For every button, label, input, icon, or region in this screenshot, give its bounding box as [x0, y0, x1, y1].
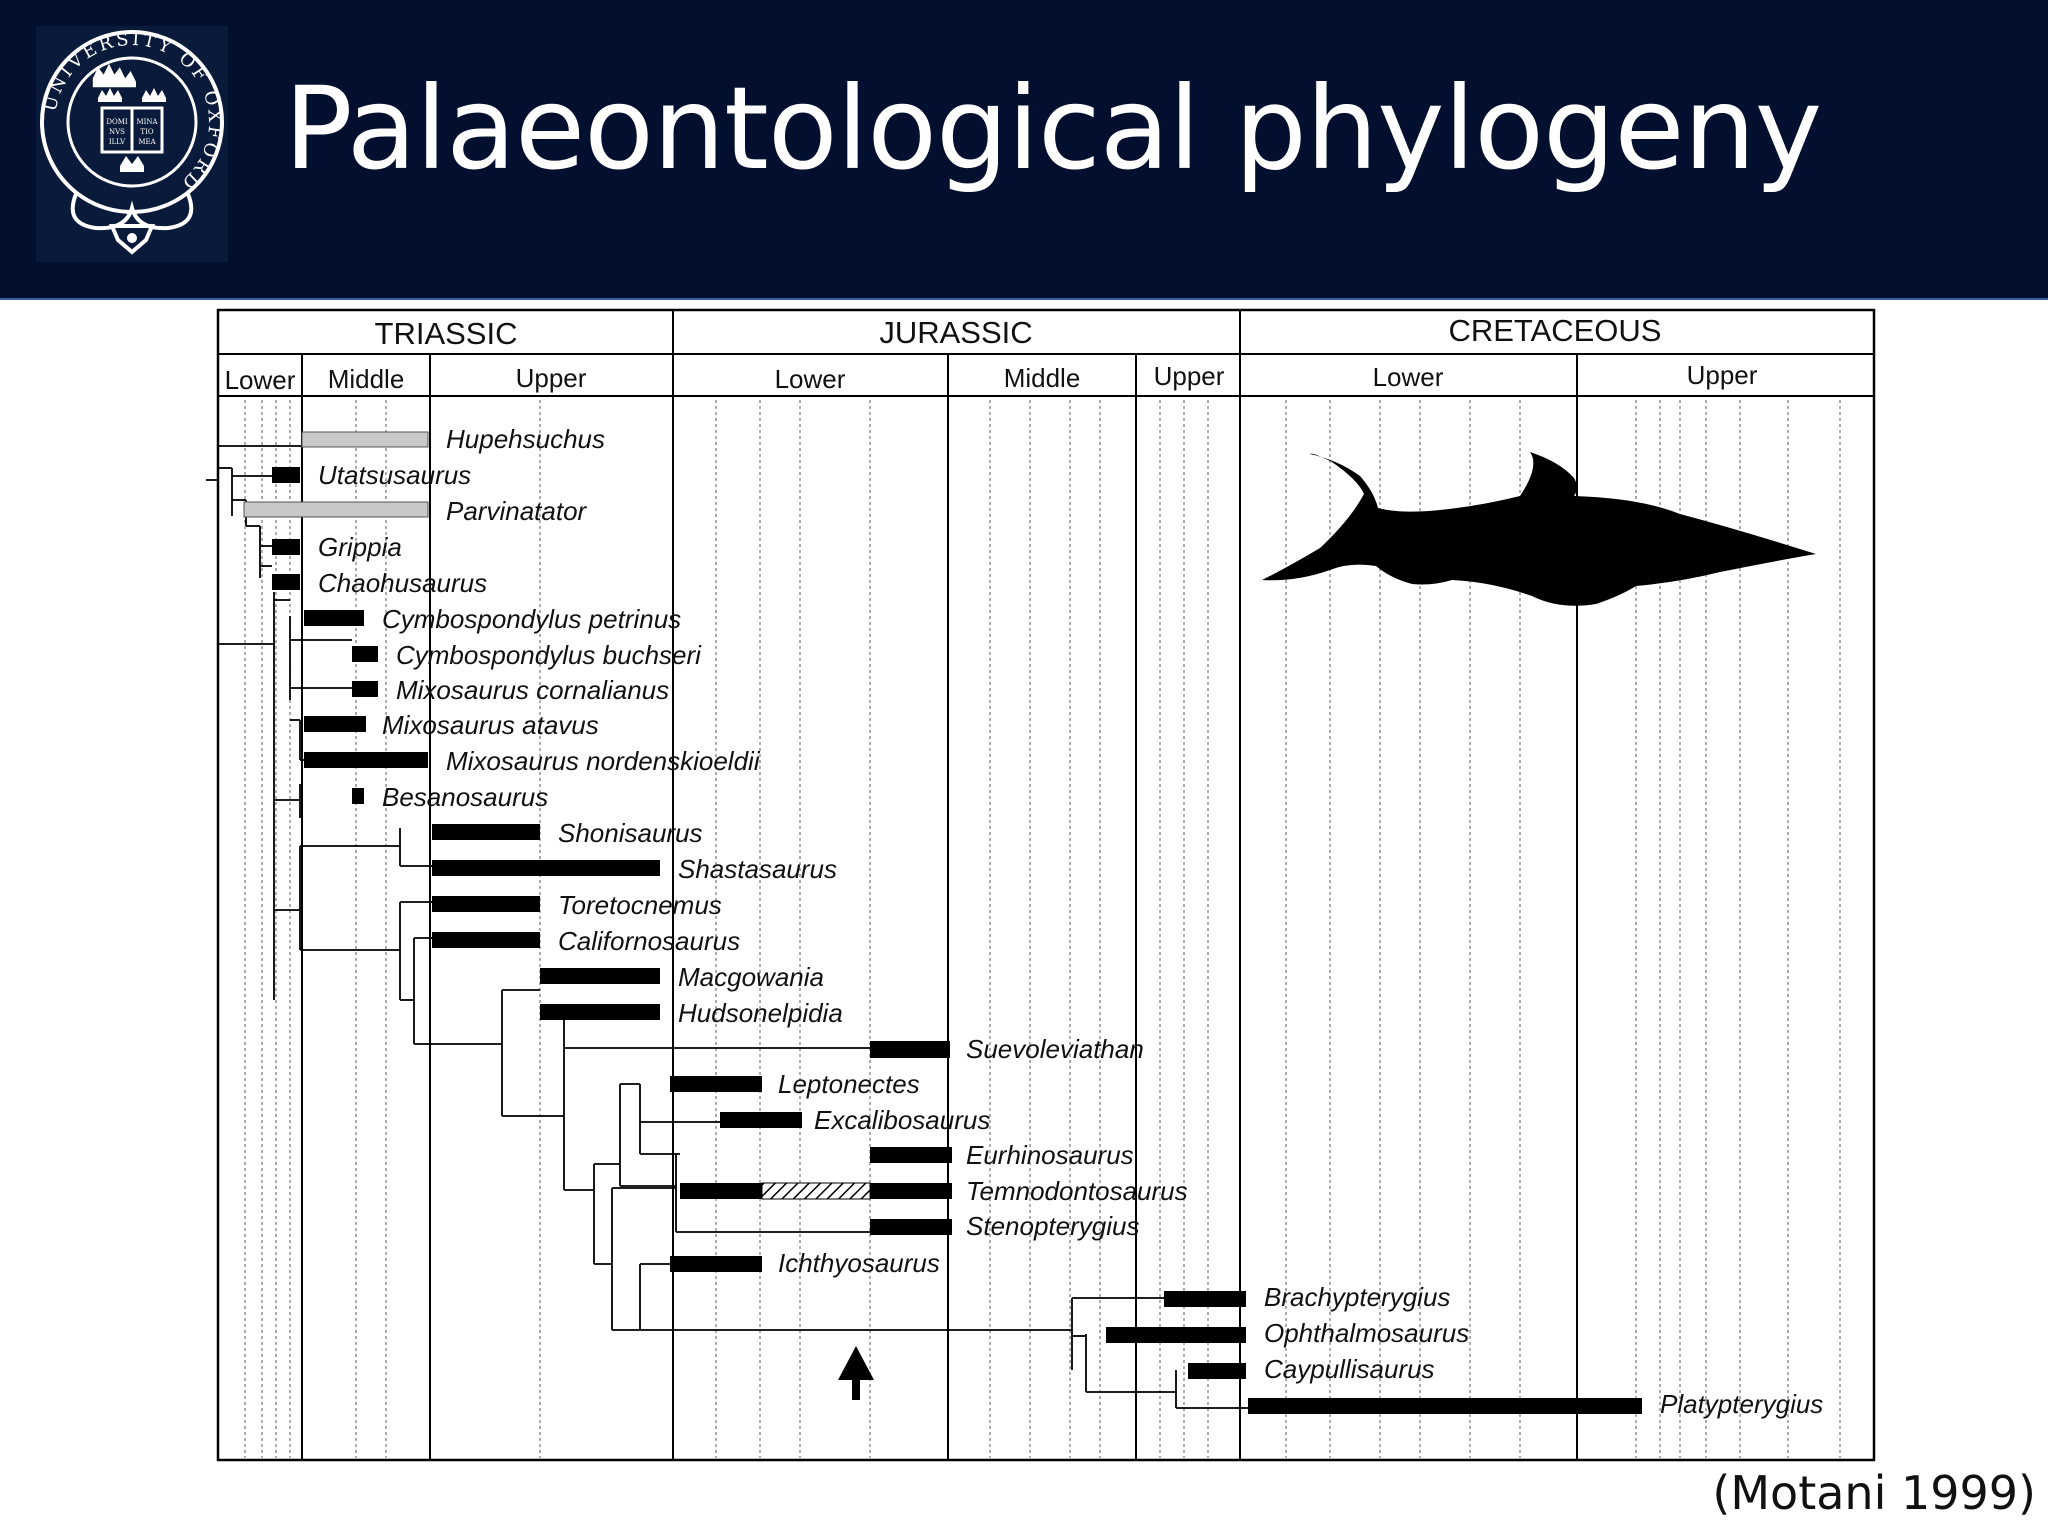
slide-header: UNIVERSITY OF OXFORD DOMI NVS ILLV MINA … [0, 0, 2048, 300]
cladogram-branches [206, 445, 1248, 1409]
taxon-label: Utatsusaurus [318, 460, 471, 490]
citation: (Motani 1999) [1712, 1466, 2036, 1520]
taxon-label: Ophthalmosaurus [1264, 1318, 1469, 1348]
epoch-label: Middle [328, 364, 405, 394]
taxon-label: Grippia [318, 532, 402, 562]
timescale-grid [216, 308, 1876, 1462]
ichthyosaur-silhouette [1262, 452, 1816, 606]
taxon-label: Excalibosaurus [814, 1105, 990, 1135]
taxon-label: Mixosaurus atavus [382, 710, 599, 740]
taxon-label: Ichthyosaurus [778, 1248, 940, 1278]
up-arrow-icon [838, 1346, 874, 1400]
period-label-jurassic: JURASSIC [879, 315, 1032, 350]
taxon-label: Parvinatator [446, 496, 588, 526]
epoch-label: Upper [516, 363, 587, 393]
svg-text:MINA: MINA [136, 118, 158, 126]
range-bars [243, 431, 1642, 1414]
taxon-label: Suevoleviathan [966, 1034, 1144, 1064]
svg-text:MEA: MEA [138, 138, 156, 146]
svg-text:DOMI: DOMI [106, 118, 128, 126]
period-label-triassic: TRIASSIC [375, 316, 518, 351]
taxon-label: Eurhinosaurus [966, 1140, 1134, 1170]
taxon-label: Temnodontosaurus [966, 1176, 1188, 1206]
taxon-label: Hudsonelpidia [678, 998, 843, 1028]
taxon-label: Chaohusaurus [318, 568, 487, 598]
oxford-crest-icon: UNIVERSITY OF OXFORD DOMI NVS ILLV MINA … [36, 26, 228, 262]
taxon-label: Caypullisaurus [1264, 1354, 1435, 1384]
taxon-label: Platypterygius [1660, 1389, 1823, 1419]
taxon-label: Cymbospondylus petrinus [382, 604, 681, 634]
svg-text:ILLV: ILLV [109, 138, 126, 146]
taxon-label: Leptonectes [778, 1069, 920, 1099]
period-label-cretaceous: CRETACEOUS [1448, 313, 1661, 348]
taxon-label: Shastasaurus [678, 854, 837, 884]
taxon-label: Besanosaurus [382, 782, 548, 812]
epoch-label: Upper [1154, 361, 1225, 391]
slide-title: Palaeontological phylogeny [284, 62, 1822, 195]
epoch-label: Lower [1373, 362, 1444, 392]
taxon-label: Shonisaurus [558, 818, 703, 848]
taxon-label: Brachypterygius [1264, 1282, 1450, 1312]
taxon-label: Macgowania [678, 962, 824, 992]
taxon-label: Californosaurus [558, 926, 740, 956]
epoch-label: Upper [1687, 360, 1758, 390]
taxon-label: Mixosaurus cornalianus [396, 675, 669, 705]
taxon-label: Mixosaurus nordenskioeldii [446, 746, 761, 776]
svg-text:TIO: TIO [140, 128, 153, 136]
epoch-label: Lower [775, 364, 846, 394]
taxon-label: Toretocnemus [558, 890, 722, 920]
taxon-label: Hupehsuchus [446, 424, 605, 454]
epoch-label: Middle [1004, 363, 1081, 393]
taxon-label: Cymbospondylus buchseri [396, 640, 702, 670]
stage-lines [244, 400, 1841, 1458]
epoch-label: Lower [225, 365, 296, 395]
svg-text:NVS: NVS [109, 128, 125, 136]
taxon-label: Stenopterygius [966, 1211, 1139, 1241]
